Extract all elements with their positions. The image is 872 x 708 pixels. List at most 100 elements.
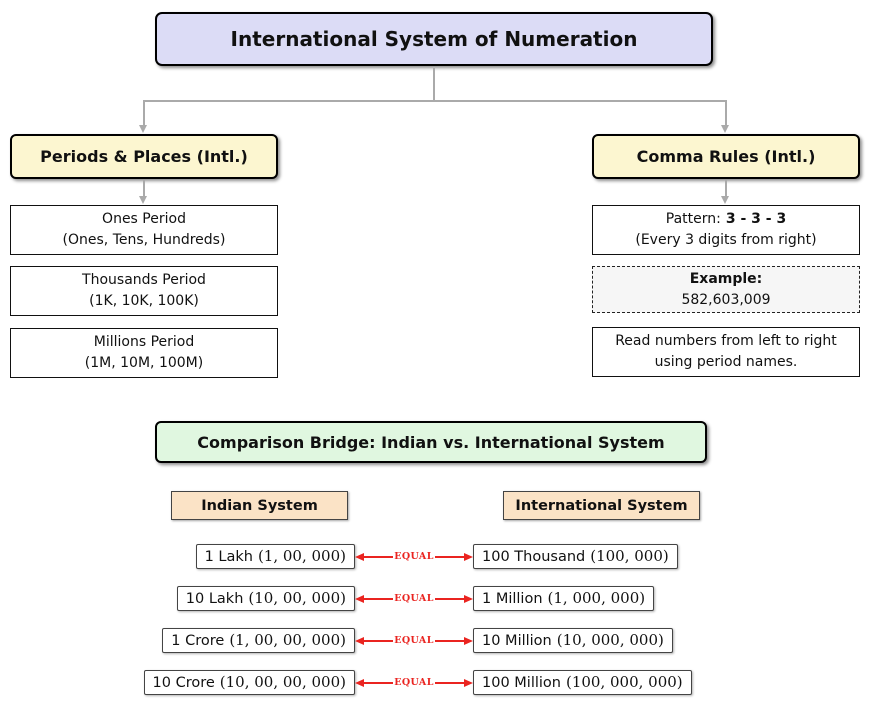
- international-name: 10 Million: [482, 633, 552, 649]
- indian-cell: 10 Crore(10, 00, 00, 000): [143, 666, 355, 699]
- arrow-line: [434, 555, 464, 558]
- bridge-row: 1 Lakh(1, 00, 000) EQUAL 100 Thousand(10…: [150, 540, 720, 573]
- connector-left-drop-line: [143, 100, 145, 126]
- indian-value-box: 10 Lakh(10, 00, 000): [176, 586, 355, 611]
- equal-label: EQUAL: [394, 592, 434, 604]
- international-value-box: 1 Million(1, 000, 000): [473, 586, 655, 611]
- arrow-line: [434, 639, 464, 642]
- indian-name: 1 Lakh: [204, 549, 253, 565]
- indian-system-label: Indian System: [201, 497, 318, 514]
- arrow-line: [434, 597, 464, 600]
- indian-name: 10 Crore: [152, 675, 215, 691]
- indian-cell: 1 Lakh(1, 00, 000): [150, 540, 355, 573]
- international-number: (1, 000, 000): [547, 589, 646, 607]
- comparison-bridge-label: Comparison Bridge: Indian vs. Internatio…: [197, 432, 665, 452]
- international-number: (10, 000, 000): [556, 631, 664, 649]
- international-cell: 100 Million(100, 000, 000): [473, 666, 720, 699]
- indian-value-box: 1 Crore(1, 00, 00, 000): [162, 628, 355, 653]
- bridge-row: 1 Crore(1, 00, 00, 000) EQUAL 10 Million…: [150, 624, 720, 657]
- international-value-box: 100 Million(100, 000, 000): [473, 670, 692, 695]
- international-name: 100 Million: [482, 675, 561, 691]
- international-system-label: International System: [515, 497, 688, 514]
- ones-period-line1: Ones Period: [102, 211, 186, 227]
- indian-cell: 10 Lakh(10, 00, 000): [150, 582, 355, 615]
- pattern-value: 3 - 3 - 3: [725, 211, 787, 227]
- thousands-period-line1: Thousands Period: [82, 272, 206, 288]
- indian-cell: 1 Crore(1, 00, 00, 000): [150, 624, 355, 657]
- right-branch-arrow-line: [725, 180, 727, 197]
- arrowhead-right-icon: [464, 552, 473, 561]
- international-name: 1 Million: [482, 591, 543, 607]
- example-value: 582,603,009: [681, 291, 771, 308]
- pattern-line1: Pattern:3 - 3 - 3: [666, 209, 786, 230]
- example-box: Example: 582,603,009: [592, 266, 860, 313]
- arrowhead-left-icon: [355, 678, 364, 687]
- bridge-row: 10 Crore(10, 00, 00, 000) EQUAL 100 Mill…: [143, 666, 720, 699]
- left-branch-arrow-line: [143, 180, 145, 197]
- connector-stem-line: [433, 68, 435, 100]
- ones-period-line2: (Ones, Tens, Hundreds): [62, 232, 226, 248]
- arrow-line: [364, 555, 394, 558]
- periods-places-header: Periods & Places (Intl.): [10, 134, 278, 179]
- comma-rules-header: Comma Rules (Intl.): [592, 134, 860, 179]
- indian-number: (1, 00, 00, 000): [229, 631, 346, 649]
- international-value-box: 100 Thousand(100, 000): [473, 544, 678, 569]
- arrowhead-left-icon: [355, 594, 364, 603]
- international-cell: 1 Million(1, 000, 000): [473, 582, 720, 615]
- indian-value-box: 1 Lakh(1, 00, 000): [195, 544, 355, 569]
- arrow-line: [364, 681, 394, 684]
- title-box: International System of Numeration: [155, 12, 713, 66]
- international-number: (100, 000, 000): [565, 673, 683, 691]
- comma-rules-label: Comma Rules (Intl.): [636, 147, 816, 166]
- thousands-period-box: Thousands Period (1K, 10K, 100K): [10, 266, 278, 316]
- reading-note-box: Read numbers from left to right using pe…: [592, 327, 860, 377]
- indian-number: (10, 00, 00, 000): [219, 673, 346, 691]
- indian-system-column-header: Indian System: [171, 491, 348, 520]
- indian-name: 1 Crore: [171, 633, 225, 649]
- connector-right-drop-line: [725, 100, 727, 126]
- arrow-down-icon: [721, 125, 729, 133]
- equal-arrow: EQUAL: [355, 636, 473, 646]
- arrow-line: [434, 681, 464, 684]
- arrowhead-right-icon: [464, 636, 473, 645]
- arrowhead-left-icon: [355, 636, 364, 645]
- ones-period-box: Ones Period (Ones, Tens, Hundreds): [10, 205, 278, 255]
- pattern-box: Pattern:3 - 3 - 3 (Every 3 digits from r…: [592, 205, 860, 255]
- reading-note-line2: using period names.: [654, 354, 798, 370]
- arrow-down-icon: [139, 196, 147, 204]
- millions-period-box: Millions Period (1M, 10M, 100M): [10, 328, 278, 378]
- international-value-box: 10 Million(10, 000, 000): [473, 628, 673, 653]
- example-label: Example:: [689, 270, 763, 287]
- arrow-down-icon: [721, 196, 729, 204]
- periods-places-label: Periods & Places (Intl.): [40, 147, 248, 166]
- arrow-line: [364, 597, 394, 600]
- arrowhead-right-icon: [464, 678, 473, 687]
- equal-arrow: EQUAL: [355, 552, 473, 562]
- international-cell: 10 Million(10, 000, 000): [473, 624, 720, 657]
- arrowhead-left-icon: [355, 552, 364, 561]
- international-cell: 100 Thousand(100, 000): [473, 540, 720, 573]
- millions-period-line1: Millions Period: [93, 334, 195, 350]
- indian-name: 10 Lakh: [185, 591, 244, 607]
- indian-number: (1, 00, 000): [257, 547, 346, 565]
- thousands-period-line2: (1K, 10K, 100K): [89, 293, 199, 309]
- equal-label: EQUAL: [394, 550, 434, 562]
- pattern-label: Pattern:: [665, 211, 721, 227]
- equal-label: EQUAL: [394, 676, 434, 688]
- arrowhead-right-icon: [464, 594, 473, 603]
- equal-arrow: EQUAL: [355, 594, 473, 604]
- equal-label: EQUAL: [394, 634, 434, 646]
- arrow-line: [364, 639, 394, 642]
- international-name: 100 Thousand: [482, 549, 586, 565]
- international-number: (100, 000): [590, 547, 669, 565]
- arrow-down-icon: [139, 125, 147, 133]
- equal-arrow: EQUAL: [355, 678, 473, 688]
- reading-note-line1: Read numbers from left to right: [615, 333, 837, 349]
- page-title: International System of Numeration: [230, 27, 638, 51]
- international-system-column-header: International System: [503, 491, 700, 520]
- indian-number: (10, 00, 000): [248, 589, 346, 607]
- connector-horizontal-line: [144, 100, 726, 102]
- pattern-line2: (Every 3 digits from right): [635, 232, 817, 248]
- millions-period-line2: (1M, 10M, 100M): [84, 355, 204, 371]
